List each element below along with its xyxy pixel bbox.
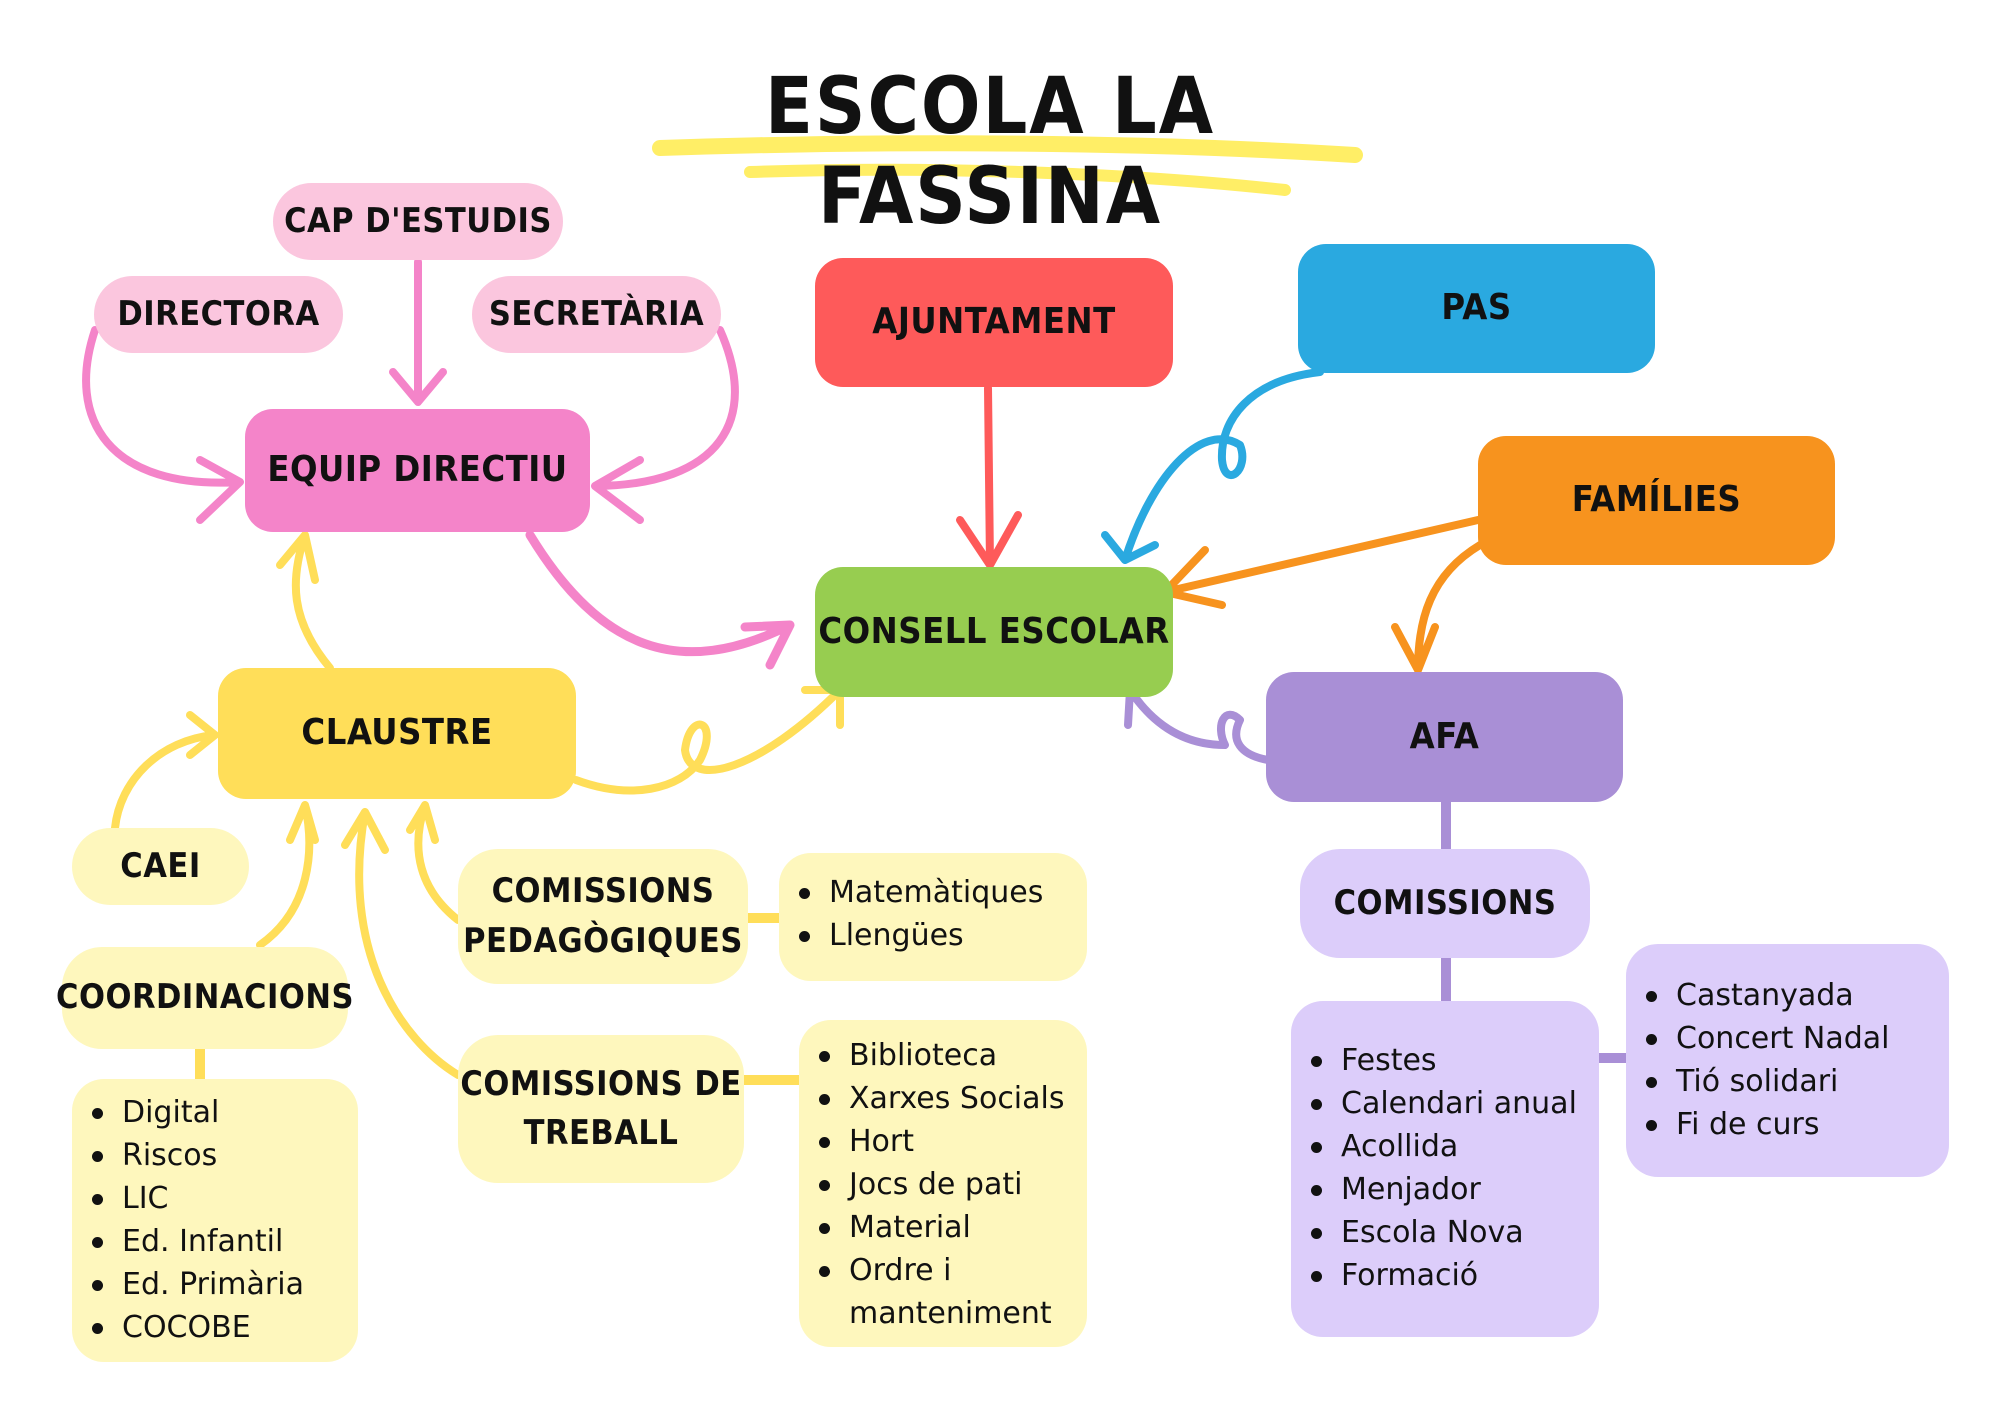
node-label: AJUNTAMENT	[872, 301, 1116, 343]
list-item: Digital	[92, 1091, 358, 1134]
arrow-claustre-to-equip	[276, 531, 334, 672]
arrow-equip-to-consell	[525, 530, 795, 670]
arrow-claustre-to-consell	[572, 686, 844, 795]
list-item: LIC	[92, 1177, 358, 1220]
list-item: Material	[819, 1206, 1087, 1249]
list-item: Hort	[819, 1120, 1087, 1163]
node-pas: PAS	[1298, 244, 1655, 373]
list-item: Ed. Infantil	[92, 1220, 358, 1263]
node-label: DIRECTORA	[117, 293, 320, 334]
node-label: AFA	[1409, 715, 1480, 757]
node-secretaria: SECRETÀRIA	[472, 276, 721, 353]
node-label: SECRETÀRIA	[488, 293, 705, 334]
list-coordinacions: Digital Riscos LIC Ed. Infantil Ed. Prim…	[72, 1079, 358, 1362]
title-underline	[652, 135, 1363, 163]
list-treball: Biblioteca Xarxes Socials Hort Jocs de p…	[799, 1020, 1087, 1347]
list-item: Festes	[1311, 1039, 1599, 1082]
arrow-coordinacions-to-claustre	[256, 801, 319, 949]
node-coordinacions: COORDINACIONS	[56, 947, 354, 1049]
arrow-families-to-afa	[1391, 541, 1484, 674]
node-claustre: CLAUSTRE	[218, 668, 576, 799]
node-label: CAEI	[120, 845, 201, 886]
node-label-line-2: PEDAGÒGIQUES	[463, 920, 743, 961]
list-item: COCOBE	[92, 1306, 358, 1349]
list-item: Acollida	[1311, 1125, 1599, 1168]
list-festes: Castanyada Concert Nadal Tió solidari Fi…	[1626, 944, 1949, 1177]
node-label-line-1: COMISSIONS DE	[460, 1063, 742, 1104]
node-label-line-1: COMISSIONS	[491, 871, 715, 912]
arrow-pas-to-consell	[1101, 368, 1324, 564]
list-pedagogiques: Matemàtiques Llengües	[779, 853, 1087, 981]
arrow-ajuntament-to-consell	[956, 384, 1022, 569]
node-label: EQUIP DIRECTIU	[267, 449, 568, 491]
node-comissions-treball: COMISSIONS DE TREBALL	[458, 1035, 744, 1183]
node-label: COORDINACIONS	[56, 977, 354, 1018]
list-item: Llengües	[799, 914, 1087, 957]
node-comissions-pedagogiques: COMISSIONS PEDAGÒGIQUES	[458, 849, 748, 984]
list-item: Xarxes Socials	[819, 1077, 1087, 1120]
node-caei: CAEI	[72, 828, 249, 905]
node-families: FAMÍLIES	[1478, 436, 1835, 565]
node-label: FAMÍLIES	[1571, 479, 1742, 521]
node-label: CONSELL ESCOLAR	[818, 610, 1170, 652]
list-item: Concert Nadal	[1646, 1017, 1949, 1060]
node-label: COMISSIONS	[1333, 882, 1557, 923]
node-label: CLAUSTRE	[301, 712, 493, 754]
list-item: Calendari anual	[1311, 1082, 1599, 1125]
list-item: Matemàtiques	[799, 871, 1087, 914]
node-consell-escolar: CONSELL ESCOLAR	[815, 567, 1173, 697]
arrow-directora-to-equip	[82, 326, 244, 524]
node-comissions-afa: COMISSIONS	[1300, 849, 1590, 958]
arrow-cap-to-equip	[389, 258, 447, 406]
list-item: Jocs de pati	[819, 1163, 1087, 1206]
node-afa: AFA	[1266, 672, 1623, 802]
list-item: Castanyada	[1646, 974, 1949, 1017]
arrow-treball-to-claustre	[341, 808, 462, 1079]
node-directora: DIRECTORA	[94, 276, 343, 353]
node-ajuntament: AJUNTAMENT	[815, 258, 1173, 387]
list-afa-comissions: Festes Calendari anual Acollida Menjador…	[1291, 1001, 1599, 1337]
list-item: Riscos	[92, 1134, 358, 1177]
list-item: Menjador	[1311, 1168, 1599, 1211]
list-item-continuation: manteniment	[849, 1296, 1052, 1331]
title-underline-2	[744, 163, 1291, 196]
page-title: ESCOLA LA FASSINA	[764, 62, 1216, 242]
list-item: Escola Nova	[1311, 1211, 1599, 1254]
arrow-afa-to-consell	[1124, 686, 1272, 764]
list-item: Ordre i	[819, 1249, 1087, 1292]
list-item: Formació	[1311, 1254, 1599, 1297]
arrow-pedagogiques-to-claustre	[406, 801, 462, 924]
node-label: PAS	[1441, 287, 1512, 329]
node-label-line-2: TREBALL	[523, 1113, 679, 1153]
node-cap-destudis: CAP D'ESTUDIS	[273, 183, 563, 260]
arrow-caei-to-claustre	[111, 711, 219, 832]
list-item: Tió solidari	[1646, 1060, 1949, 1103]
node-equip-directiu: EQUIP DIRECTIU	[245, 409, 590, 532]
list-item: Biblioteca	[819, 1034, 1087, 1077]
arrow-secretaria-to-equip	[591, 326, 739, 524]
list-item: Ed. Primària	[92, 1263, 358, 1306]
list-item: Fi de curs	[1646, 1103, 1949, 1146]
node-label: CAP D'ESTUDIS	[284, 200, 552, 241]
